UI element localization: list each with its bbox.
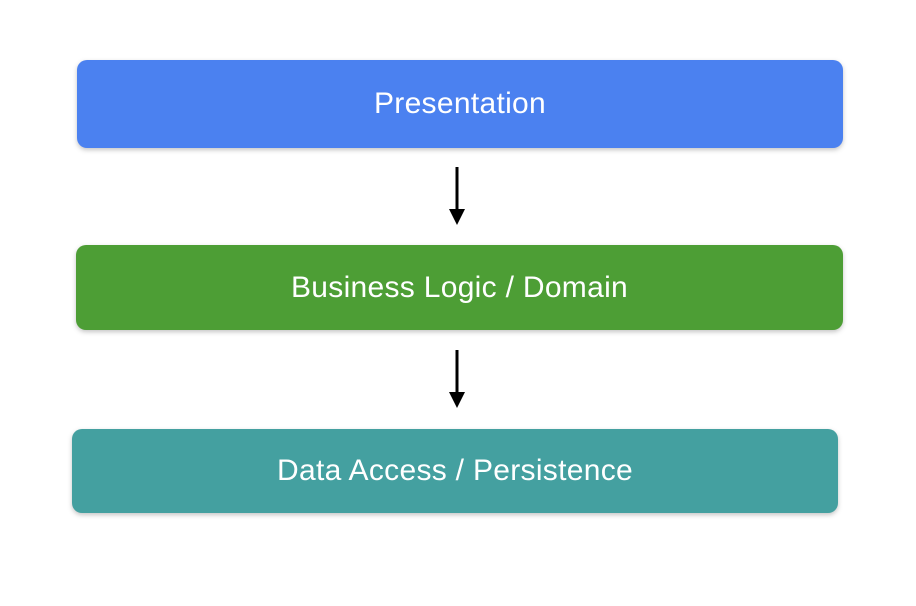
arrow-down-icon-business-to-data [447, 350, 467, 408]
layer-box-presentation: Presentation [77, 60, 843, 148]
layer-box-data-access: Data Access / Persistence [72, 429, 838, 513]
arrow-down-icon-presentation-to-business [447, 167, 467, 225]
layer-label-business-logic: Business Logic / Domain [290, 270, 629, 304]
layer-box-business-logic: Business Logic / Domain [76, 245, 843, 330]
layer-label-data-access: Data Access / Persistence [277, 454, 633, 487]
layer-label-presentation: Presentation [373, 87, 547, 120]
